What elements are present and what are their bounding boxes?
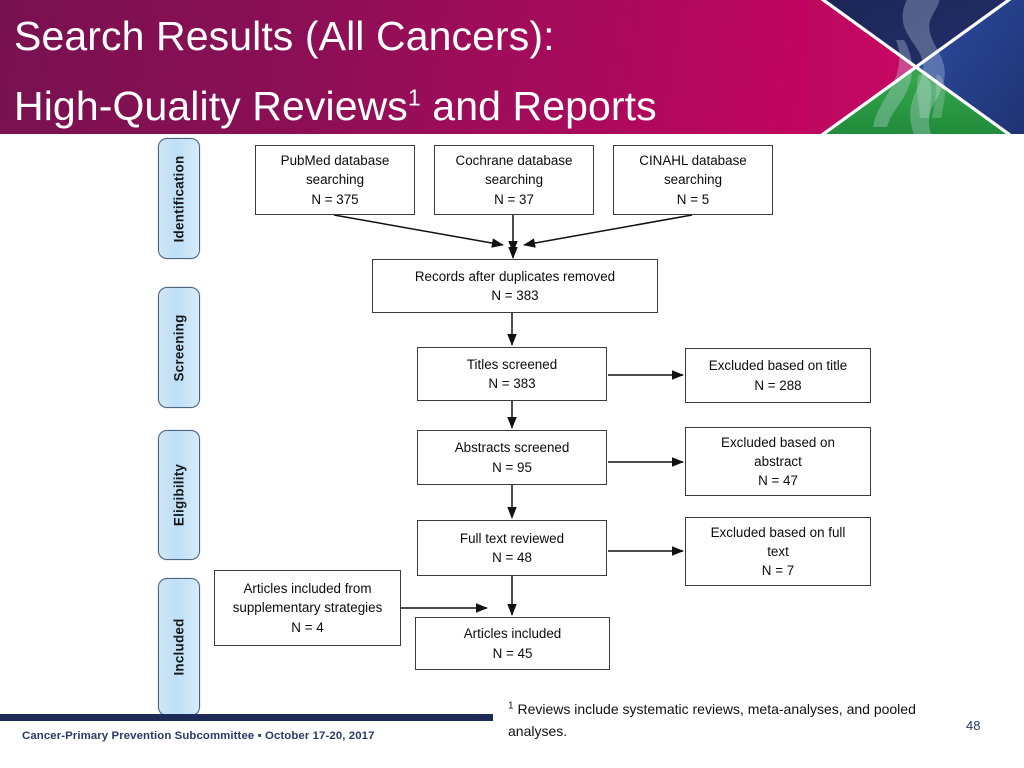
box-supplementary-line2: supplementary strategies: [232, 600, 383, 616]
page-title-line2: High-Quality Reviews1 and Reports: [14, 72, 854, 134]
box-supplementary-articles: Articles included from supplementary str…: [214, 570, 401, 646]
phase-tab-eligibility: Eligibility: [158, 430, 200, 560]
box-excluded-fulltext-line2: text: [767, 543, 789, 559]
footnote: 1 Reviews include systematic reviews, me…: [508, 699, 978, 742]
page-title-superscript: 1: [407, 84, 421, 111]
box-supplementary-line1: Articles included from: [243, 581, 372, 597]
box-excluded-by-title: Excluded based on title N = 288: [685, 348, 871, 403]
phase-tab-identification-label: Identification: [171, 155, 187, 242]
box-cinahl-line2: searching: [663, 172, 723, 188]
box-included-count: N = 45: [492, 645, 533, 661]
box-excluded-abstract-count: N = 47: [758, 473, 798, 489]
page-title: Search Results (All Cancers): High-Quali…: [14, 2, 854, 132]
box-excluded-by-abstract: Excluded based on abstract N = 47: [685, 427, 871, 496]
box-excluded-abstract-line1: Excluded based on: [721, 434, 835, 450]
page-title-line2-text: High-Quality Reviews: [14, 82, 408, 129]
box-cochrane-line2: searching: [484, 172, 544, 188]
box-cinahl-line1: CINAHL database: [639, 153, 747, 169]
box-pubmed-line2: searching: [305, 172, 365, 188]
box-excluded-fulltext-line1: Excluded based on full: [710, 524, 846, 540]
page-title-line1: Search Results (All Cancers):: [14, 13, 555, 59]
phase-tab-screening-label: Screening: [171, 313, 187, 382]
box-excluded-fulltext-count: N = 7: [761, 563, 795, 579]
box-cochrane-line1: Cochrane database: [455, 153, 573, 169]
slide-number: 48: [966, 718, 981, 733]
box-pubmed-source: PubMed database searching N = 375: [255, 145, 415, 215]
footer-accent-bar: [0, 714, 493, 721]
box-abstracts-screened: Abstracts screened N = 95: [417, 430, 607, 485]
footer-organization-text: Cancer-Primary Prevention Subcommittee ▪…: [22, 730, 375, 742]
box-supplementary-count: N = 4: [291, 619, 324, 635]
box-full-text-reviewed: Full text reviewed N = 48: [417, 520, 607, 576]
box-abstracts-line1: Abstracts screened: [454, 440, 570, 456]
box-excluded-title-line1: Excluded based on title: [708, 358, 848, 374]
box-fulltext-count: N = 48: [492, 550, 532, 565]
box-cochrane-source: Cochrane database searching N = 37: [434, 145, 594, 215]
phase-tab-included: Included: [158, 578, 200, 716]
footnote-text: Reviews include systematic reviews, meta…: [508, 701, 916, 739]
box-cochrane-count: N = 37: [494, 191, 534, 207]
box-articles-included: Articles included N = 45: [415, 617, 610, 670]
page-title-line2-suffix: and Reports: [420, 82, 657, 129]
box-records-after-duplicates: Records after duplicates removed N = 383: [372, 259, 658, 313]
box-titles-count: N = 383: [488, 376, 536, 391]
slide-header: Search Results (All Cancers): High-Quali…: [0, 0, 1024, 134]
phase-tab-screening: Screening: [158, 287, 200, 408]
phase-tab-identification: Identification: [158, 138, 200, 259]
phase-tab-included-label: Included: [171, 618, 187, 676]
box-duplicates-line1: Records after duplicates removed: [414, 268, 616, 284]
box-cinahl-count: N = 5: [676, 191, 710, 207]
box-titles-line1: Titles screened: [466, 356, 558, 372]
box-excluded-title-count: N = 288: [754, 377, 802, 393]
box-pubmed-line1: PubMed database: [280, 153, 390, 169]
box-pubmed-count: N = 375: [311, 191, 359, 207]
box-excluded-abstract-line2: abstract: [754, 453, 802, 469]
header-decorative-graphic: [808, 0, 1024, 134]
phase-tab-eligibility-label: Eligibility: [171, 463, 187, 527]
box-included-line1: Articles included: [463, 626, 562, 642]
footnote-superscript: 1: [508, 700, 514, 712]
box-abstracts-count: N = 95: [492, 459, 532, 475]
box-fulltext-line1: Full text reviewed: [459, 530, 565, 546]
box-titles-screened: Titles screened N = 383: [417, 347, 607, 401]
box-excluded-by-full-text: Excluded based on full text N = 7: [685, 517, 871, 586]
box-cinahl-source: CINAHL database searching N = 5: [613, 145, 773, 215]
box-duplicates-count: N = 383: [491, 288, 539, 303]
